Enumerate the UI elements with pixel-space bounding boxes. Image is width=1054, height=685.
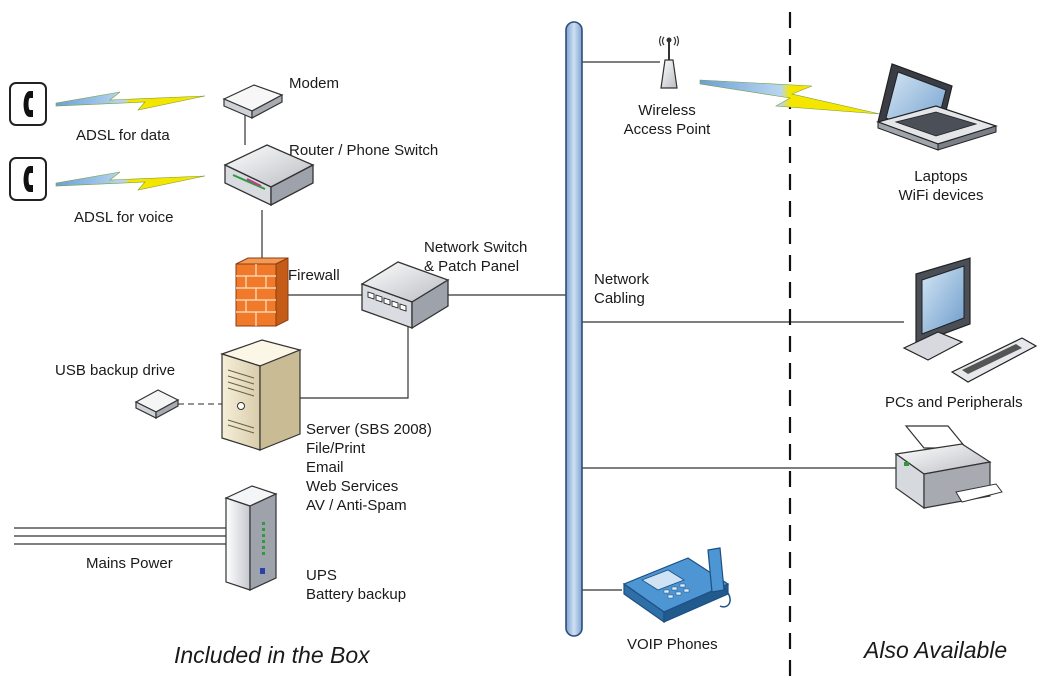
wireless-access-point-icon <box>659 35 679 89</box>
network-backbone <box>565 21 583 637</box>
server-title-label: Server (SBS 2008) <box>306 421 432 438</box>
pc-icon <box>902 257 1038 383</box>
server-role-label: File/Print <box>306 440 366 457</box>
network-switch-icon <box>360 261 450 330</box>
printer-icon <box>894 425 1003 510</box>
server-role-label: AV / Anti-Spam <box>306 497 407 514</box>
laptops-label-line1: Laptops <box>914 168 968 185</box>
wap-label-line2: Access Point <box>623 121 711 138</box>
adsl-data-bolt-icon <box>55 91 206 111</box>
modem-icon <box>222 84 284 119</box>
firewall-icon <box>235 257 289 327</box>
network-cabling-label-line2: Cabling <box>594 290 645 307</box>
modem-label: Modem <box>289 75 340 92</box>
network-switch-label-line1: Network Switch <box>424 239 528 256</box>
phone-icon <box>9 82 47 126</box>
wifi-bolt-icon <box>699 79 881 115</box>
firewall-label: Firewall <box>288 267 340 284</box>
router-label: Router / Phone Switch <box>289 142 439 159</box>
connection-lines <box>14 61 904 591</box>
server-role-label: Email <box>306 459 344 476</box>
server-role-label: Web Services <box>306 478 399 495</box>
included-in-box-heading: Included in the Box <box>174 642 370 668</box>
pcs-label: PCs and Peripherals <box>885 394 1023 411</box>
network-cabling-label-line1: Network <box>594 271 650 288</box>
also-available-heading: Also Available <box>864 637 1008 663</box>
usb-drive-icon <box>134 389 180 420</box>
phone-icon <box>9 157 47 201</box>
adsl-voice-label: ADSL for voice <box>74 209 174 226</box>
usb-backup-label: USB backup drive <box>55 362 176 379</box>
adsl-data-label: ADSL for data <box>76 127 170 144</box>
router-icon <box>223 144 315 207</box>
adsl-voice-bolt-icon <box>55 171 206 191</box>
ups-label-line2: Battery backup <box>306 586 407 603</box>
voip-label: VOIP Phones <box>627 636 718 653</box>
switch-server-line <box>300 325 409 399</box>
ups-icon <box>224 485 278 591</box>
laptop-icon <box>876 63 998 151</box>
voip-phone-icon <box>622 547 731 624</box>
server-icon <box>220 339 302 451</box>
mains-power-label: Mains Power <box>86 555 173 572</box>
wap-label-line1: Wireless <box>638 102 696 119</box>
network-switch-label-line2: & Patch Panel <box>424 258 520 275</box>
laptops-label-line2: WiFi devices <box>898 187 984 204</box>
ups-label-line1: UPS <box>306 567 337 584</box>
